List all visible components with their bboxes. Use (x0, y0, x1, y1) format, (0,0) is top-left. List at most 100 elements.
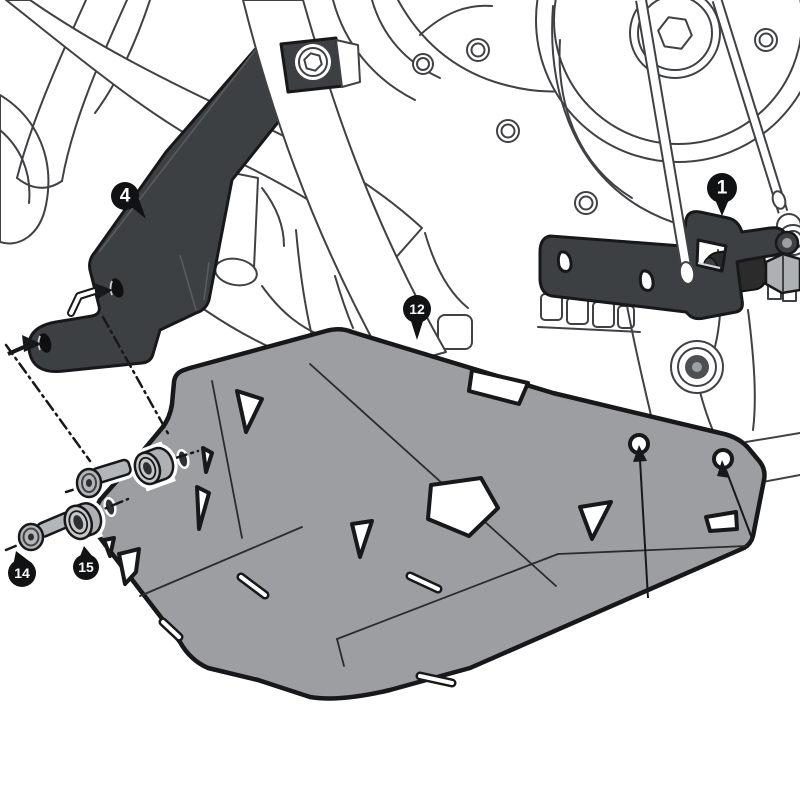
arrow-line (639, 459, 649, 599)
callout-circle (8, 559, 36, 587)
bolt-boss-inner (416, 57, 430, 71)
washer-15 (63, 502, 103, 541)
fin (592, 301, 615, 328)
callout-15: 15 (73, 546, 99, 580)
upper-bolt-mount (279, 36, 361, 94)
facet-line (309, 363, 557, 587)
callout-circle (403, 295, 431, 323)
cutout-sliver (102, 536, 116, 558)
slot (418, 674, 454, 685)
bolt-boss (412, 53, 434, 75)
bolt-head-ring (22, 527, 40, 547)
cutout-sliver (201, 446, 214, 474)
callout-circle (707, 173, 737, 203)
engine-case-line (334, 275, 354, 329)
bracket-bushing-center (782, 238, 792, 248)
bracket-rear-body (538, 210, 789, 321)
cutout-triangle (235, 389, 264, 434)
callout-14: 14 (8, 551, 36, 587)
arrow-tail (7, 345, 25, 356)
engine-case-line (295, 229, 314, 341)
boss-ring (677, 347, 717, 387)
engine-mount-boss (670, 340, 724, 394)
fin (566, 297, 589, 325)
cutout-triangle (350, 519, 374, 559)
washer-face-ring (68, 510, 89, 535)
arrowhead-icon (22, 335, 42, 352)
cutout-pentagon (426, 476, 500, 538)
exhaust-hose (261, 187, 285, 247)
bolt-boss (754, 28, 778, 52)
engine-case-line (261, 285, 323, 337)
rod-collar (771, 190, 787, 210)
cutout-quad (117, 547, 141, 586)
arrowhead-icon (94, 283, 113, 300)
bent-arrow-fill (69, 289, 97, 315)
fin-base (537, 326, 641, 333)
bolt-head-ring (81, 473, 97, 493)
callout-circle (73, 554, 99, 580)
engine-right-line (747, 309, 756, 431)
bolt-boss (496, 119, 520, 143)
bracket-highlight-edge (98, 35, 267, 253)
spacer-upper (133, 446, 175, 486)
cutout-sliver (195, 485, 211, 531)
cutout-quad (467, 368, 530, 406)
rod-end-cap (678, 261, 696, 285)
rod-fill (637, 0, 690, 267)
callout-12: 12 (403, 295, 431, 340)
bracket-rear (538, 210, 800, 321)
boss-center (692, 362, 702, 372)
crankcase-cover-inner (553, 0, 800, 145)
callout-label: 4 (120, 186, 131, 207)
bolt-upper (75, 458, 132, 499)
rod-fill (713, 0, 787, 214)
callout-label: 12 (409, 301, 425, 317)
facet-line (336, 638, 345, 667)
cover-hub-inner (637, 0, 713, 71)
spacer-hole (143, 462, 152, 475)
callout-1: 1 (707, 173, 737, 216)
slot (239, 575, 267, 597)
window-highlight (697, 262, 721, 269)
arrowhead-icon (717, 460, 730, 478)
callout-circle (111, 182, 139, 210)
engine-line-art (0, 0, 800, 485)
cutout-triangle (578, 500, 613, 541)
spacer-face-ring (138, 456, 157, 480)
callout-label: 1 (717, 178, 728, 199)
bolt-boss (466, 38, 490, 62)
callout-label: 14 (14, 565, 30, 581)
engine-lug (437, 314, 473, 350)
bolt-socket (86, 479, 92, 487)
bolt-boss-inner (470, 42, 486, 58)
facet-line (211, 380, 243, 539)
bracket-hole-lower (38, 333, 52, 353)
frame-tube-left-end (16, 177, 63, 189)
bolt-socket (28, 533, 34, 541)
hub-hex-socket (657, 16, 693, 50)
cover-bolt-bosses (412, 28, 778, 215)
vent-slots (158, 571, 457, 688)
hose-line (332, 0, 416, 101)
facet-line (557, 545, 747, 555)
facet-line (139, 526, 303, 597)
skid-plate (89, 327, 767, 701)
cylinder-fins (537, 293, 641, 333)
bolt-boss-inner (500, 123, 516, 139)
callout-4: 4 (111, 182, 146, 219)
guide-dash-dot (4, 343, 92, 463)
callouts: 4 1 12 14 15 (8, 173, 737, 587)
callout-tail (410, 318, 424, 340)
frame-tube-left-inner (61, 0, 128, 182)
facet-line (336, 553, 559, 640)
mount-bolt-ring (298, 47, 328, 77)
linkage-rod-front (635, 0, 696, 285)
bolt-boss-inner (578, 195, 594, 211)
bracket-bend-line (203, 261, 210, 301)
valve-cover-curve (419, 4, 493, 36)
bg-line-right (745, 432, 800, 443)
bracket-hole-upper (110, 278, 124, 298)
